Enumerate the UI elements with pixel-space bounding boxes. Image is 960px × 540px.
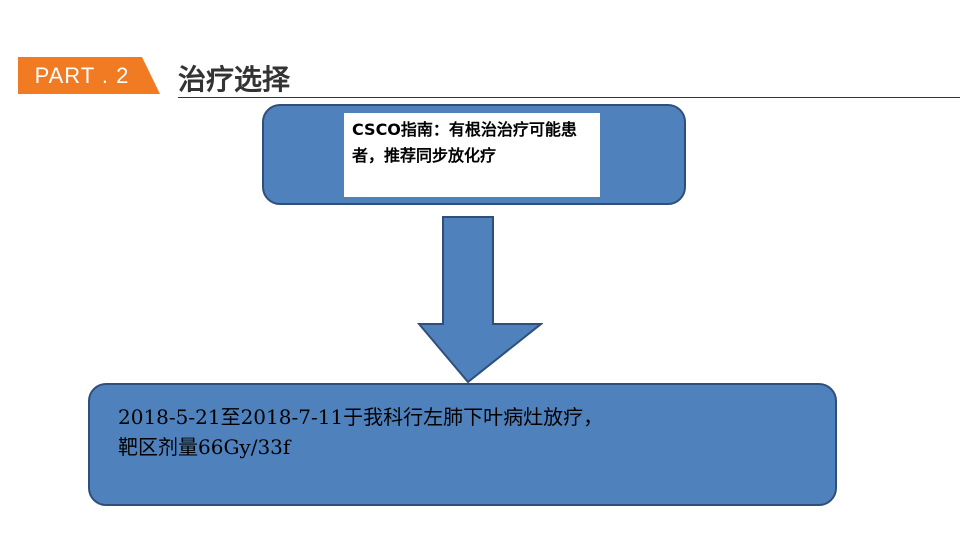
down-arrow xyxy=(416,216,544,388)
treatment-line-2: 靶区剂量66Gy/33f xyxy=(118,435,291,459)
part-label: PART . 2 xyxy=(34,63,130,88)
part-tag-shape xyxy=(18,57,160,94)
title-divider xyxy=(178,97,960,98)
part-tag: PART . 2 xyxy=(18,57,160,94)
treatment-box xyxy=(88,383,837,506)
treatment-line-1: 2018-5-21至2018-7-11于我科行左肺下叶病灶放疗， xyxy=(118,405,604,429)
section-title: 治疗选择 xyxy=(178,63,291,96)
guideline-text: CSCO指南：有根治治疗可能患者，推荐同步放化疗 xyxy=(344,113,600,197)
down-arrow-shape xyxy=(416,216,544,384)
treatment-text: 2018-5-21至2018-7-11于我科行左肺下叶病灶放疗， 靶区剂量66G… xyxy=(118,402,818,462)
